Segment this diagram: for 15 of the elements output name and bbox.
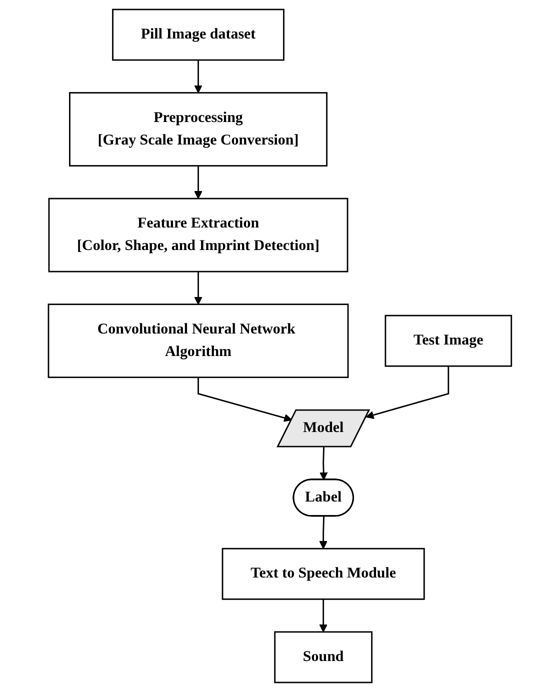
arrow (194, 272, 202, 305)
arrow (194, 60, 202, 94)
node-box: Convolutional Neural Network Algorithm (48, 304, 349, 378)
arrow (319, 599, 328, 632)
arrow (198, 377, 292, 422)
arrow (194, 166, 202, 199)
node-box: Feature Extraction [Color, Shape, and Imprint Detection] (48, 198, 348, 272)
node-box: Text to Speech Module (222, 548, 425, 600)
node-box: Preprocessing [Gray Scale Image Conversion] (69, 92, 328, 167)
arrow (320, 447, 328, 480)
arrow (319, 516, 328, 550)
node-box: Pill Image dataset (112, 8, 284, 61)
arrow (366, 366, 450, 420)
node-box: Sound (274, 631, 373, 684)
node-box: Test Image (384, 314, 512, 367)
